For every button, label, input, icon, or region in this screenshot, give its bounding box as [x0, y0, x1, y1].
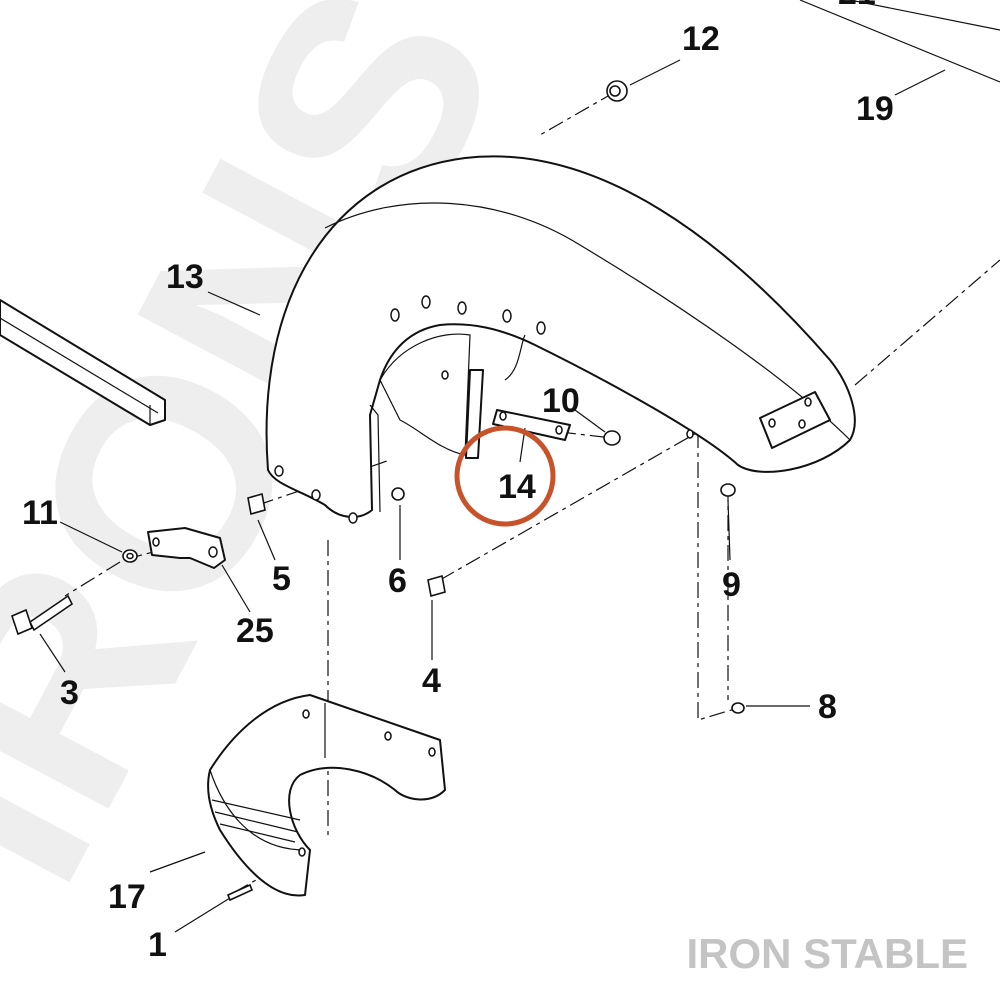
bracket-part-14 [492, 409, 571, 441]
nut-10 [603, 430, 621, 446]
bolt-3 [11, 594, 74, 636]
callout-labels: 12 21 19 13 10 14 11 5 6 9 25 4 3 8 17 1 [22, 0, 894, 964]
callout-11: 11 [22, 494, 58, 532]
nut-6 [391, 487, 405, 501]
bolt-5 [247, 492, 266, 516]
callout-19: 19 [856, 90, 894, 128]
callout-5: 5 [272, 560, 291, 598]
rear-fender [265, 155, 856, 524]
callout-4: 4 [422, 662, 441, 700]
nut-9 [720, 483, 736, 497]
callout-6: 6 [388, 562, 407, 600]
highlight-circle-14 [454, 425, 556, 527]
lower-guard-part-17 [207, 694, 446, 897]
callout-9: 9 [722, 566, 741, 604]
leader-lines [39, 59, 946, 933]
bracket-part-25 [147, 527, 226, 569]
watermark-text: IRONSTABLE [0, 0, 1000, 930]
callout-1: 1 [148, 926, 167, 964]
callout-14: 14 [498, 468, 536, 506]
strap-line [799, 0, 1000, 83]
callout-12: 12 [682, 20, 720, 58]
hardware [11, 80, 745, 902]
guard-pattern [211, 799, 301, 843]
brand-logo-text: IRON STABLE [686, 930, 968, 977]
screw-1 [226, 883, 254, 902]
callout-3: 3 [60, 674, 79, 712]
callout-13: 13 [166, 258, 204, 296]
fender-holes [274, 295, 694, 524]
nut-8 [731, 702, 745, 714]
bolt-4 [427, 574, 446, 598]
frame-rail [0, 299, 166, 426]
callout-21: 21 [838, 0, 876, 12]
callout-10: 10 [542, 382, 580, 420]
callout-25: 25 [236, 612, 274, 650]
callout-17: 17 [108, 878, 146, 916]
callout-8: 8 [818, 688, 837, 726]
